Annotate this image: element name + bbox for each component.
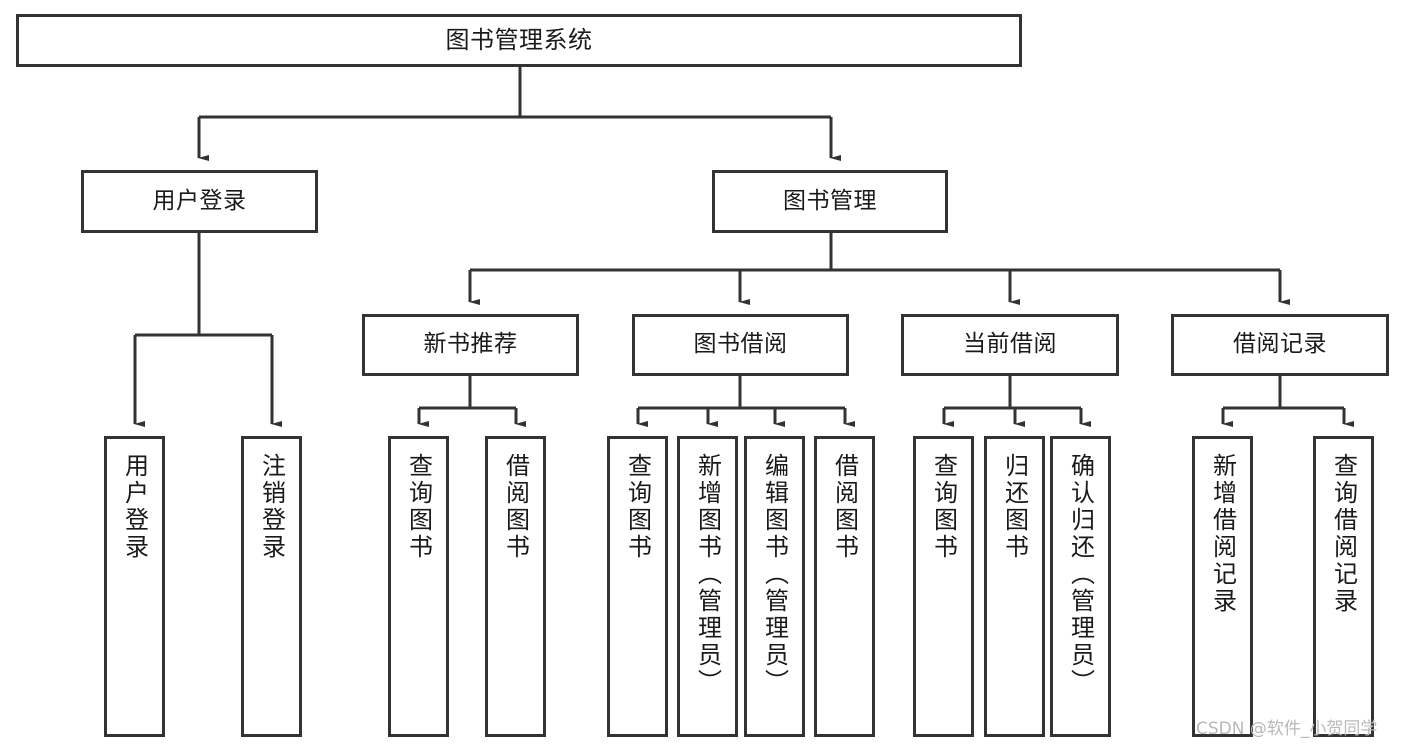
leaf-borrow-book-bb-label: 借阅图书 — [830, 453, 859, 561]
node-new-book-recommend[interactable]: 新书推荐 — [362, 314, 579, 376]
leaf-add-book-admin[interactable]: 新增图书（管理员） — [677, 436, 738, 737]
leaf-user-login[interactable]: 用户登录 — [104, 436, 165, 737]
leaf-query-borrow-record-label: 查询借阅记录 — [1329, 453, 1358, 615]
leaf-user-login-label: 用户登录 — [120, 453, 149, 561]
node-book-management-label: 图书管理 — [783, 187, 877, 214]
node-book-borrow[interactable]: 图书借阅 — [632, 314, 849, 376]
node-current-borrow-label: 当前借阅 — [963, 331, 1057, 358]
node-borrow-record[interactable]: 借阅记录 — [1171, 314, 1389, 376]
leaf-add-borrow-record-label: 新增借阅记录 — [1208, 453, 1237, 615]
leaf-confirm-return-admin[interactable]: 确认归还（管理员） — [1050, 436, 1111, 737]
watermark: CSDN @软件_小贺同学 — [1196, 719, 1378, 739]
leaf-add-book-admin-label: 新增图书（管理员） — [693, 453, 722, 696]
leaf-borrow-book-bb[interactable]: 借阅图书 — [814, 436, 875, 737]
node-book-management[interactable]: 图书管理 — [712, 170, 948, 233]
node-root[interactable]: 图书管理系统 — [16, 14, 1022, 67]
leaf-edit-book-admin-label: 编辑图书（管理员） — [760, 453, 789, 696]
leaf-confirm-return-admin-label: 确认归还（管理员） — [1066, 453, 1095, 696]
node-borrow-record-label: 借阅记录 — [1233, 331, 1327, 358]
leaf-logout-label: 注销登录 — [257, 453, 286, 561]
leaf-edit-book-admin[interactable]: 编辑图书（管理员） — [744, 436, 805, 737]
leaf-query-book-nb[interactable]: 查询图书 — [388, 436, 449, 737]
node-root-label: 图书管理系统 — [445, 26, 593, 55]
node-user-login[interactable]: 用户登录 — [81, 170, 318, 233]
leaf-query-book-bb-label: 查询图书 — [623, 453, 652, 561]
leaf-return-book-label: 归还图书 — [1000, 453, 1029, 561]
leaf-query-book-cb-label: 查询图书 — [929, 453, 958, 561]
node-current-borrow[interactable]: 当前借阅 — [901, 314, 1119, 376]
leaf-query-book-bb[interactable]: 查询图书 — [607, 436, 668, 737]
node-new-book-recommend-label: 新书推荐 — [423, 331, 518, 358]
leaf-return-book[interactable]: 归还图书 — [984, 436, 1045, 737]
leaf-borrow-book-nb[interactable]: 借阅图书 — [485, 436, 546, 737]
leaf-query-book-cb[interactable]: 查询图书 — [913, 436, 974, 737]
leaf-logout[interactable]: 注销登录 — [241, 436, 302, 737]
leaf-query-borrow-record[interactable]: 查询借阅记录 — [1313, 436, 1374, 737]
leaf-borrow-book-nb-label: 借阅图书 — [501, 453, 530, 561]
node-book-borrow-label: 图书借阅 — [693, 331, 788, 358]
leaf-add-borrow-record[interactable]: 新增借阅记录 — [1192, 436, 1253, 737]
leaf-query-book-nb-label: 查询图书 — [404, 453, 433, 561]
node-user-login-label: 用户登录 — [152, 187, 247, 214]
